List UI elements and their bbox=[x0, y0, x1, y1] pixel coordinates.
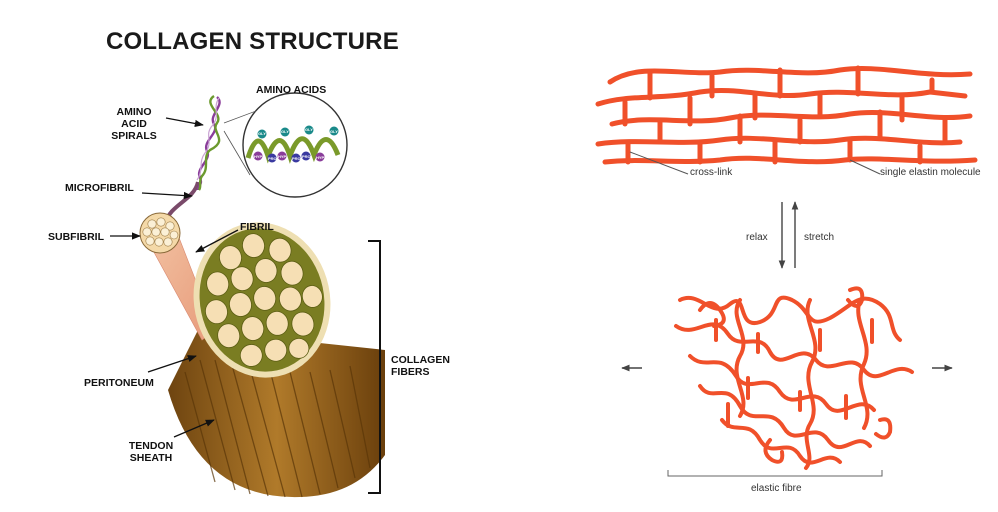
fibril-label: FIBRIL bbox=[240, 221, 274, 233]
collagen-fibers-label: COLLAGEN FIBERS bbox=[391, 354, 450, 378]
amino-acids-zoom bbox=[224, 93, 347, 197]
amino-acid-code: GLY bbox=[305, 127, 313, 132]
tendon-sheath-line-2: SHEATH bbox=[124, 452, 178, 464]
elastic-fibre-bracket bbox=[668, 470, 882, 476]
amino-acid-spirals-line-3: SPIRALS bbox=[106, 130, 162, 142]
collagen-fibers-line-2: FIBERS bbox=[391, 366, 450, 378]
subfibril-label: SUBFIBRIL bbox=[48, 231, 104, 243]
stretch-label: stretch bbox=[804, 232, 834, 243]
amino-acid-spirals-line-1: AMINO bbox=[106, 106, 162, 118]
collagen-fibers-line-1: COLLAGEN bbox=[391, 354, 450, 366]
cross-link-label: cross-link bbox=[690, 167, 732, 178]
amino-acid-code: HYP bbox=[278, 154, 286, 159]
page-title: COLLAGEN STRUCTURE bbox=[106, 28, 399, 56]
elastic-fibre-label: elastic fibre bbox=[751, 483, 802, 494]
relax-label: relax bbox=[746, 232, 768, 243]
amino-acid-code: GLY bbox=[258, 131, 266, 136]
amino-acid-code: PRO bbox=[268, 156, 277, 161]
microfibril-label: MICROFIBRIL bbox=[65, 182, 134, 194]
amino-acid-code: HYP bbox=[254, 154, 262, 159]
single-elastin-molecule-label: single elastin molecule bbox=[880, 167, 981, 178]
relaxed-elastin-network bbox=[676, 288, 912, 468]
amino-acid-code: PRO bbox=[292, 156, 301, 161]
elastin-molecule-leader bbox=[850, 160, 880, 174]
amino-acid-code: PRO bbox=[302, 154, 311, 159]
subfibril-bundle bbox=[140, 213, 180, 253]
amino-acid-code: GLY bbox=[281, 129, 289, 134]
amino-acid-helix bbox=[197, 96, 220, 190]
tendon-sheath-label: TENDON SHEATH bbox=[124, 440, 178, 464]
tendon-sheath-line-1: TENDON bbox=[124, 440, 178, 452]
amino-acid-spirals-line-2: ACID bbox=[106, 118, 162, 130]
amino-acid-code: HYP bbox=[316, 155, 324, 160]
amino-acids-label: AMINO ACIDS bbox=[256, 84, 326, 96]
amino-acid-spirals-label: AMINO ACID SPIRALS bbox=[106, 106, 162, 142]
peritoneum-label: PERITONEUM bbox=[84, 377, 154, 389]
amino-acid-code: GLY bbox=[330, 129, 338, 134]
stretched-elastin-network bbox=[598, 68, 975, 162]
